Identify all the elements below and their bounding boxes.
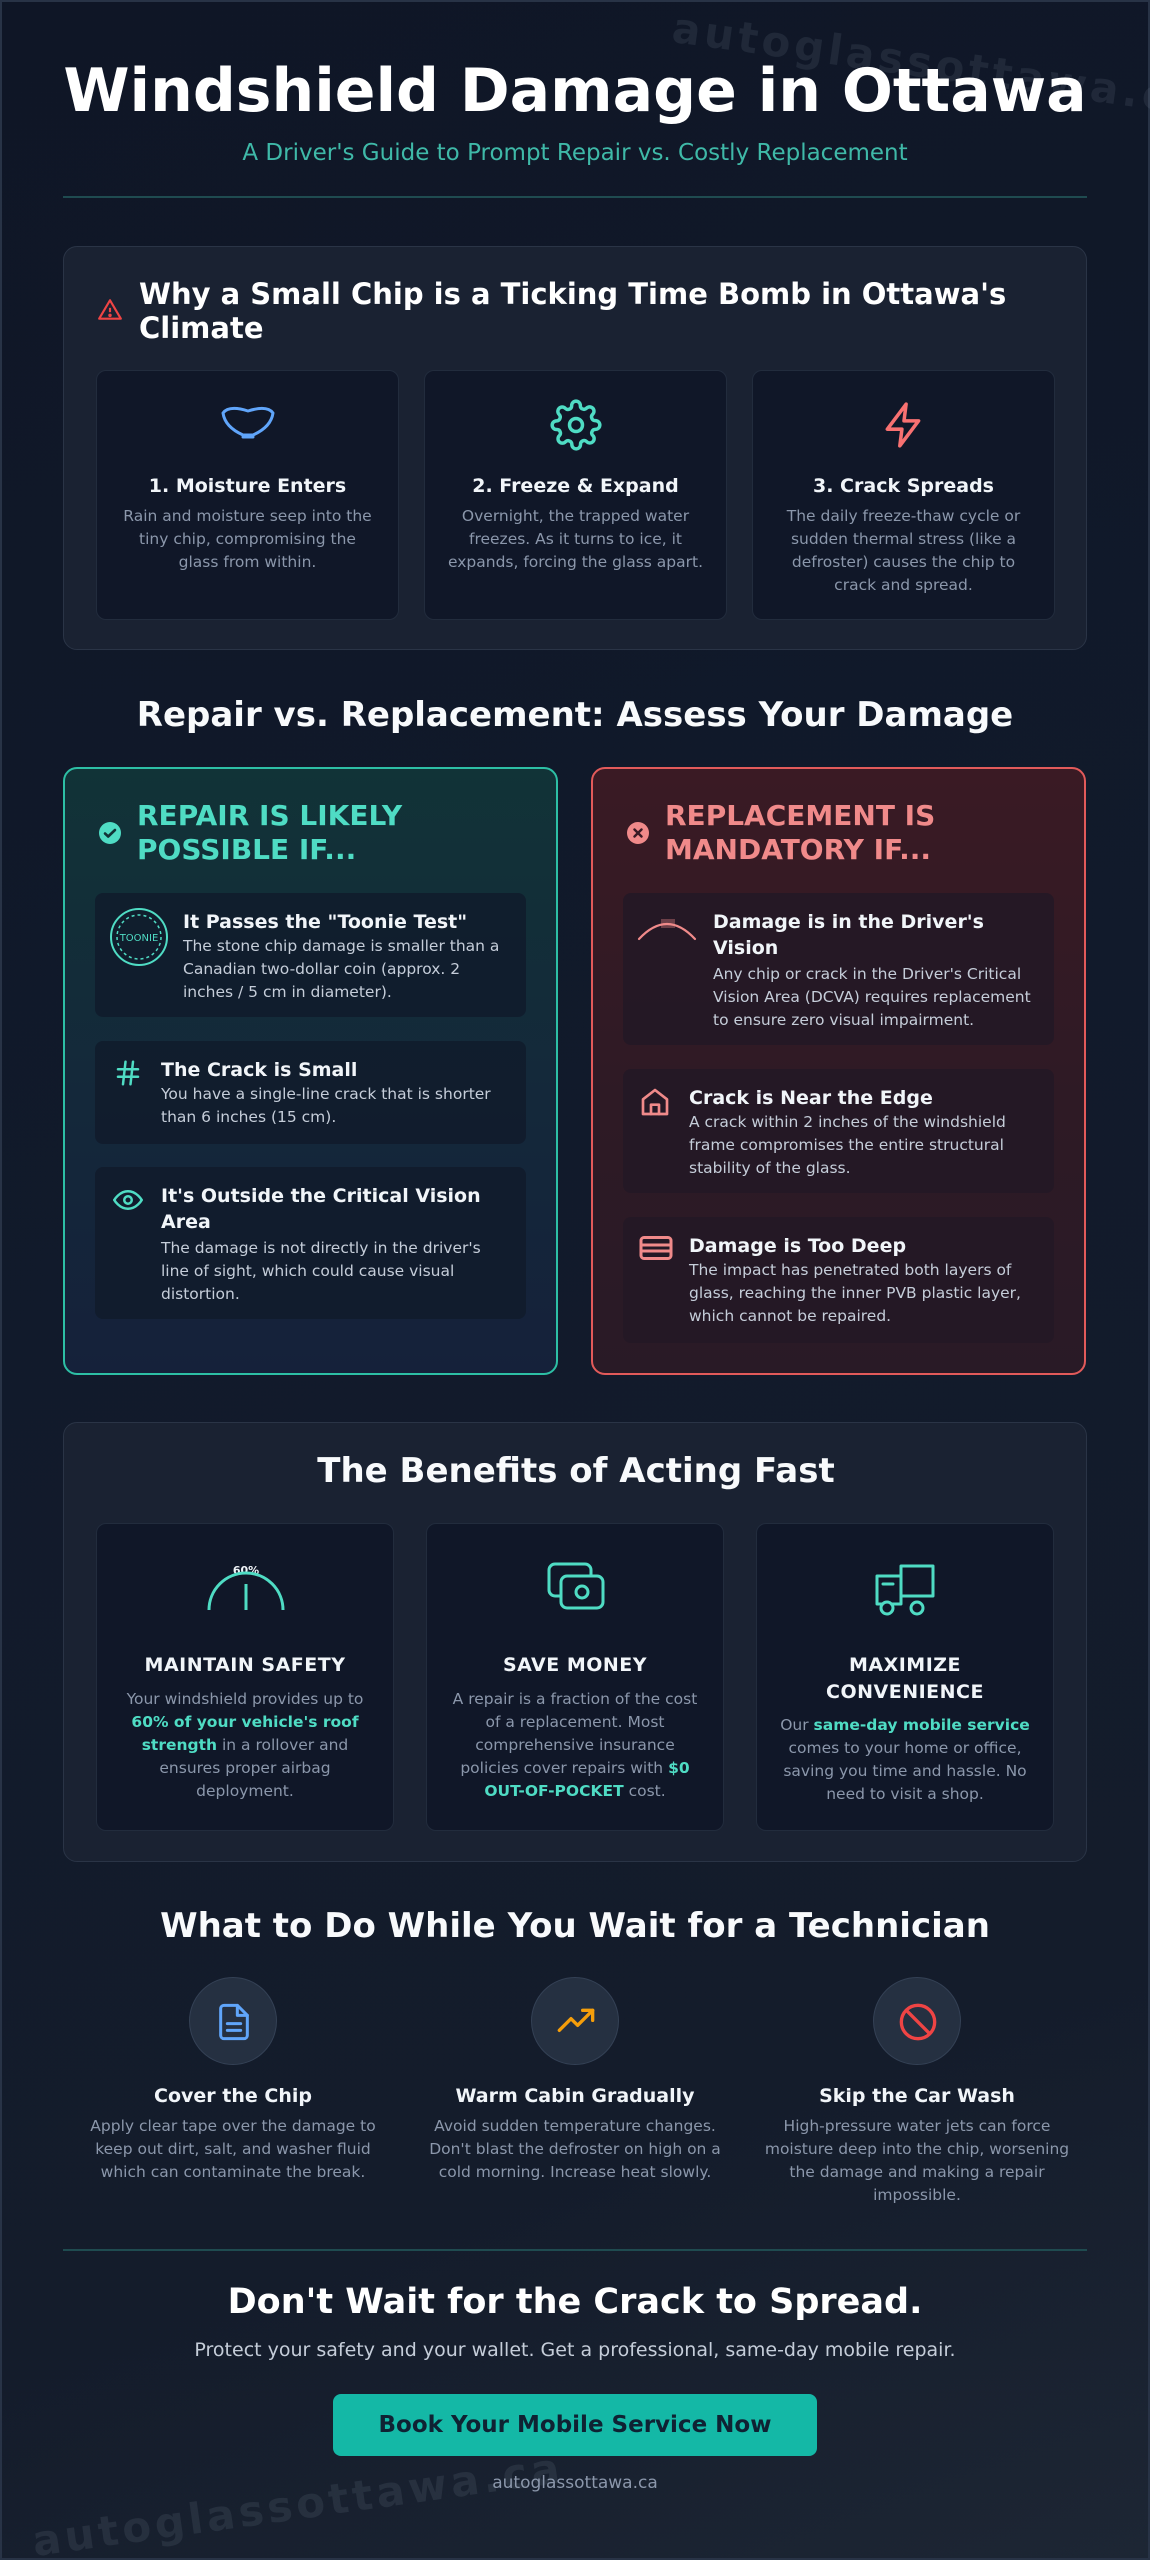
- replacement-item: Damage is Too Deep The impact has penetr…: [623, 1217, 1054, 1343]
- item-title: Damage is Too Deep: [689, 1235, 907, 1257]
- benefit-text: Our same-day mobile service comes to you…: [780, 1716, 1030, 1803]
- benefit-title: MAINTAIN SAFETY: [144, 1654, 346, 1676]
- step-text: Rain and moisture seep into the tiny chi…: [123, 507, 372, 571]
- item-text: The stone chip damage is smaller than a …: [183, 937, 500, 1001]
- item-text: The damage is not directly in the driver…: [161, 1239, 481, 1303]
- benefit-text: A repair is a fraction of the cost of a …: [452, 1690, 698, 1800]
- benefits-panel: The Benefits of Acting Fast 60% MAINTAIN…: [63, 1422, 1087, 1862]
- coin-label: TOONIE: [119, 933, 159, 944]
- repair-column: REPAIR IS LIKELY POSSIBLE IF... TOONIE I…: [63, 767, 558, 1375]
- lightning-icon: [885, 402, 920, 448]
- tip-title: Skip the Car Wash: [819, 2085, 1015, 2107]
- repair-item: The Crack is Small You have a single-lin…: [95, 1041, 526, 1144]
- page-header: Windshield Damage in Ottawa A Driver's G…: [0, 56, 1150, 166]
- item-title: It Passes the "Toonie Test": [183, 911, 468, 933]
- replacement-title: REPLACEMENT IS MANDATORY IF...: [665, 799, 936, 866]
- item-title: It's Outside the Critical Vision Area: [161, 1185, 481, 1233]
- divider: [63, 2249, 1087, 2251]
- cash-icon: [547, 1562, 605, 1610]
- repair-title: REPAIR IS LIKELY POSSIBLE IF...: [137, 799, 403, 866]
- step-title: 1. Moisture Enters: [148, 475, 347, 497]
- coin-icon: TOONIE: [110, 908, 168, 966]
- droplet-icon: [221, 406, 274, 439]
- item-text: You have a single-line crack that is sho…: [161, 1085, 491, 1126]
- step-text: Overnight, the trapped water freezes. As…: [447, 507, 704, 571]
- item-title: Damage is in the Driver's Vision: [713, 911, 984, 959]
- page-title: Windshield Damage in Ottawa: [63, 56, 1087, 126]
- replacement-item: Damage is in the Driver's Vision Any chi…: [623, 893, 1054, 1045]
- tip-card: Skip the Car Wash High-pressure water je…: [757, 1977, 1077, 2217]
- home-icon: [641, 1088, 669, 1116]
- replacement-item: Crack is Near the Edge A crack within 2 …: [623, 1069, 1054, 1193]
- benefit-card: 60% MAINTAIN SAFETY Your windshield prov…: [96, 1523, 394, 1831]
- book-service-button[interactable]: Book Your Mobile Service Now: [333, 2394, 817, 2456]
- tip-title: Warm Cabin Gradually: [455, 2085, 695, 2107]
- item-title: Crack is Near the Edge: [689, 1087, 933, 1109]
- hash-icon: [116, 1060, 140, 1086]
- gauge-icon: 60%: [207, 1564, 285, 1611]
- step-card: 1. Moisture Enters Rain and moisture see…: [96, 370, 399, 620]
- tip-card: Cover the Chip Apply clear tape over the…: [73, 1977, 393, 2217]
- watermark-bottom: autoglassottawa.ca: [29, 2442, 567, 2560]
- replacement-column: REPLACEMENT IS MANDATORY IF... Damage is…: [591, 767, 1086, 1375]
- benefit-text: Your windshield provides up to 60% of yo…: [126, 1690, 364, 1800]
- gear-icon: [549, 399, 602, 451]
- layers-icon: [639, 1236, 673, 1260]
- benefit-card: SAVE MONEY A repair is a fraction of the…: [426, 1523, 724, 1831]
- tip-icon-circle: [189, 1977, 277, 2065]
- repair-item: TOONIE It Passes the "Toonie Test" The s…: [95, 893, 526, 1017]
- document-icon: [219, 2003, 249, 2041]
- benefit-card: MAXIMIZE CONVENIENCE Our same-day mobile…: [756, 1523, 1054, 1831]
- repair-item: It's Outside the Critical Vision Area Th…: [95, 1167, 526, 1319]
- divider: [63, 196, 1087, 198]
- truck-icon: [875, 1564, 935, 1616]
- benefits-title: The Benefits of Acting Fast: [317, 1451, 835, 1491]
- step-text: The daily freeze-thaw cycle or sudden th…: [786, 507, 1021, 594]
- cta-subtitle: Protect your safety and your wallet. Get…: [194, 2339, 956, 2361]
- cta-title: Don't Wait for the Crack to Spread.: [227, 2282, 923, 2322]
- tip-text: High-pressure water jets can force moist…: [764, 2117, 1070, 2204]
- tip-icon-circle: [531, 1977, 619, 2065]
- check-circle-icon: [99, 822, 121, 844]
- wait-title: What to Do While You Wait for a Technici…: [160, 1906, 990, 1946]
- tip-icon-circle: [873, 1977, 961, 2065]
- item-text: The impact has penetrated both layers of…: [689, 1261, 1021, 1325]
- benefit-title: MAXIMIZE CONVENIENCE: [826, 1654, 984, 1703]
- x-circle-icon: [627, 822, 649, 844]
- assess-title: Repair vs. Replacement: Assess Your Dama…: [136, 695, 1014, 735]
- item-text: A crack within 2 inches of the windshiel…: [689, 1113, 1006, 1177]
- eye-icon: [113, 1190, 143, 1210]
- why-panel: Why a Small Chip is a Ticking Time Bomb …: [63, 246, 1087, 650]
- item-text: Any chip or crack in the Driver's Critic…: [713, 965, 1031, 1029]
- step-title: 2. Freeze & Expand: [472, 475, 679, 497]
- why-title: Why a Small Chip is a Ticking Time Bomb …: [139, 277, 1007, 345]
- tip-text: Avoid sudden temperature changes. Don't …: [429, 2117, 721, 2181]
- step-title: 3. Crack Spreads: [813, 475, 994, 497]
- item-title: The Crack is Small: [161, 1059, 358, 1081]
- page-subtitle: A Driver's Guide to Prompt Repair vs. Co…: [242, 140, 908, 166]
- warning-triangle-icon: [98, 299, 122, 320]
- no-entry-icon: [899, 2003, 937, 2041]
- tip-text: Apply clear tape over the damage to keep…: [90, 2117, 376, 2181]
- windshield-icon: [637, 919, 697, 941]
- benefit-title: SAVE MONEY: [502, 1654, 648, 1676]
- trend-up-icon: [557, 2008, 595, 2032]
- step-card: 3. Crack Spreads The daily freeze-thaw c…: [752, 370, 1055, 620]
- step-card: 2. Freeze & Expand Overnight, the trappe…: [424, 370, 727, 620]
- tip-card: Warm Cabin Gradually Avoid sudden temper…: [415, 1977, 735, 2217]
- site-url[interactable]: autoglassottawa.ca: [492, 2473, 658, 2493]
- tip-title: Cover the Chip: [154, 2085, 312, 2107]
